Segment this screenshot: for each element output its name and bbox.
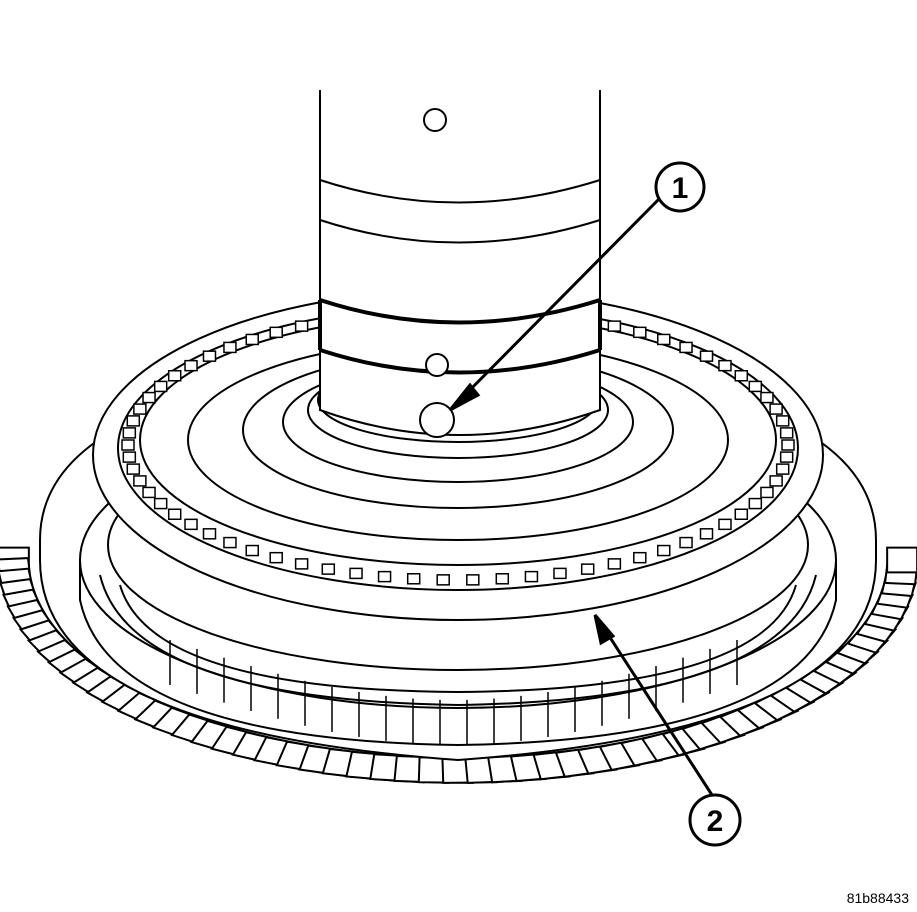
gear-teeth xyxy=(0,546,917,784)
callout-2-label: 2 xyxy=(707,805,724,838)
shaft xyxy=(318,90,602,438)
callout-2: 2 xyxy=(688,793,742,847)
sleeve-slots xyxy=(169,640,738,745)
synchro-ring-teeth xyxy=(121,320,795,586)
leader-lines xyxy=(448,196,714,796)
shaft-oil-hole-upper xyxy=(423,108,447,132)
callout-1: 1 xyxy=(654,161,706,213)
shaft-oil-hole-middle xyxy=(425,353,449,377)
figure-id: 81b88433 xyxy=(846,890,909,906)
callout-1-label: 1 xyxy=(672,172,689,205)
shaft-oil-hole-lower xyxy=(419,402,455,438)
